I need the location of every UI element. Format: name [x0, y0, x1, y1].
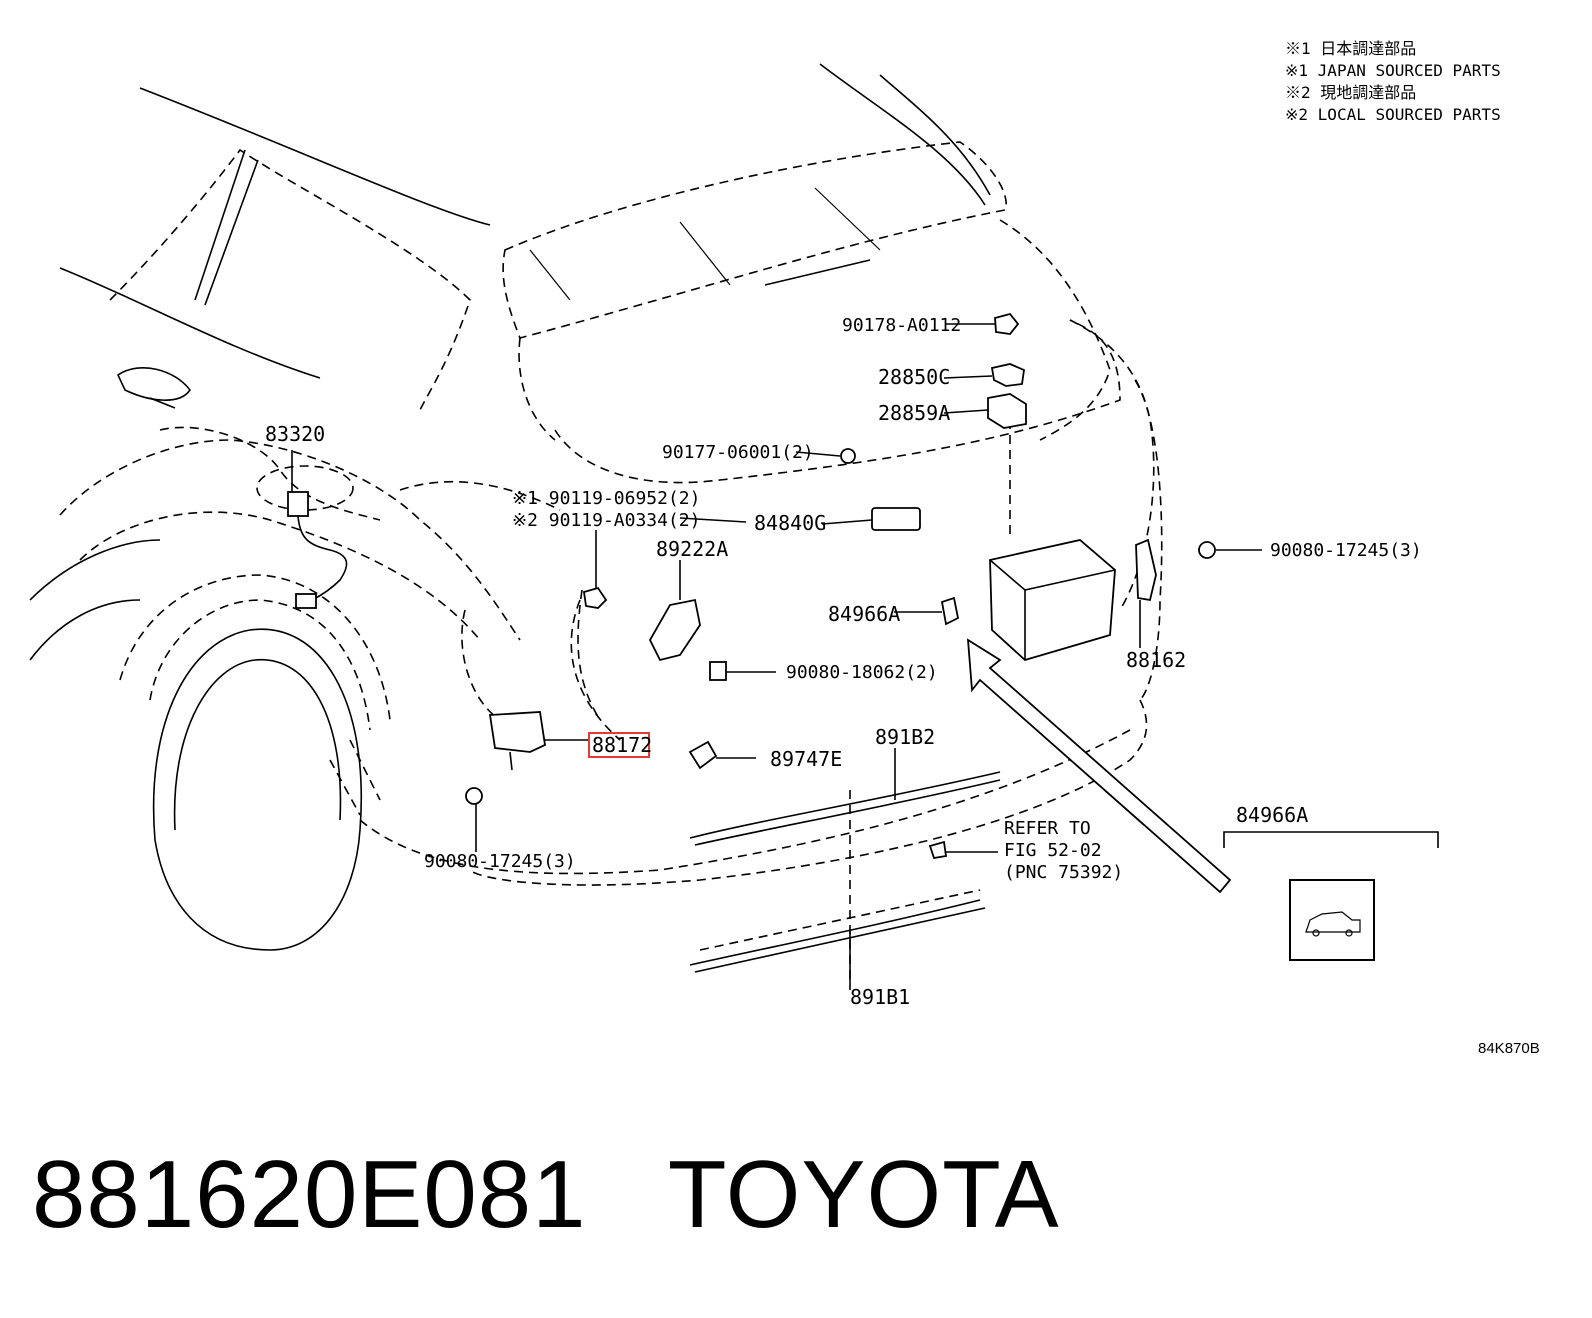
- harness-83320-symbol: [297, 515, 348, 601]
- clip-90177-symbol: [840, 448, 856, 464]
- label-88172: 88172: [592, 733, 652, 757]
- part-number-caption: 881620E081 TOYOTA: [32, 1141, 1060, 1248]
- harness-891b2-symbol: [689, 771, 1001, 839]
- label-89747e: 89747E: [770, 747, 842, 771]
- parts-symbols: [256, 312, 1232, 973]
- note-line-4: ※2 LOCAL SOURCED PARTS: [1285, 105, 1501, 124]
- label-90080-18062: 90080-18062(2): [786, 662, 938, 683]
- relay-28859a-symbol: [987, 393, 1027, 429]
- suv-icon: [1305, 911, 1361, 933]
- label-84966a: 84966A: [828, 602, 900, 626]
- label-89222a: 89222A: [656, 537, 728, 561]
- highlight-box-88172: [588, 732, 650, 758]
- ring-83320-outline: [256, 465, 354, 511]
- bolt-90119-symbol: [582, 586, 608, 609]
- label-88162: 88162: [1126, 648, 1186, 672]
- sensor-88172-symbol: [488, 711, 546, 753]
- label-90119-a0334: ※2 90119-A0334(2): [512, 510, 700, 531]
- figure-id: 84K870B: [1478, 1040, 1540, 1057]
- bracket-89222a-symbol: [648, 598, 701, 662]
- label-28859a: 28859A: [878, 401, 950, 425]
- label-90080-17245-right: 90080-17245(3): [1270, 540, 1422, 561]
- inset-vehicle-box: [1289, 879, 1375, 961]
- label-refer-to: REFER TO: [1004, 818, 1091, 839]
- label-84840g: 84840G: [754, 511, 826, 535]
- label-90080-17245-left: 90080-17245(3): [424, 851, 576, 872]
- label-83320: 83320: [265, 422, 325, 446]
- module-box-symbol: [989, 539, 1116, 662]
- plug-84966a-symbol: [940, 596, 960, 626]
- nut-90178-symbol: [994, 312, 1020, 335]
- label-28850c: 28850C: [878, 365, 950, 389]
- label-90178-a0112: 90178-A0112: [842, 315, 961, 336]
- note-line-3: ※2 現地調達部品: [1285, 83, 1416, 102]
- clip-90080-right-symbol: [1198, 541, 1216, 559]
- vehicle-body-outline: [29, 63, 1163, 990]
- bracket-28850c-symbol: [990, 363, 1025, 387]
- label-refer-pnc: (PNC 75392): [1004, 862, 1123, 883]
- note-line-2: ※1 JAPAN SOURCED PARTS: [1285, 61, 1501, 80]
- view-arrow: [966, 638, 1232, 894]
- label-891b1: 891B1: [850, 985, 910, 1009]
- label-891b2: 891B2: [875, 725, 935, 749]
- leader-lines: [291, 323, 1439, 985]
- harness-891b1-symbol: [689, 899, 981, 966]
- refer-clip-symbol: [928, 840, 948, 860]
- label-90177-06001: 90177-06001(2): [662, 442, 814, 463]
- label-inset-84966a: 84966A: [1236, 803, 1308, 827]
- nut-90080-18062-symbol: [709, 661, 727, 681]
- label-refer-fig: FIG 52-02: [1004, 840, 1102, 861]
- sensor-89747e-symbol: [688, 740, 718, 770]
- switch-84840g-symbol: [871, 507, 921, 531]
- label-90119-06952: ※1 90119-06952(2): [512, 488, 700, 509]
- clip-90080-left-symbol: [465, 787, 483, 805]
- sensor-88162-symbol: [1135, 538, 1157, 602]
- note-line-1: ※1 日本調達部品: [1285, 39, 1416, 58]
- sensor-83320-symbol: [287, 491, 309, 517]
